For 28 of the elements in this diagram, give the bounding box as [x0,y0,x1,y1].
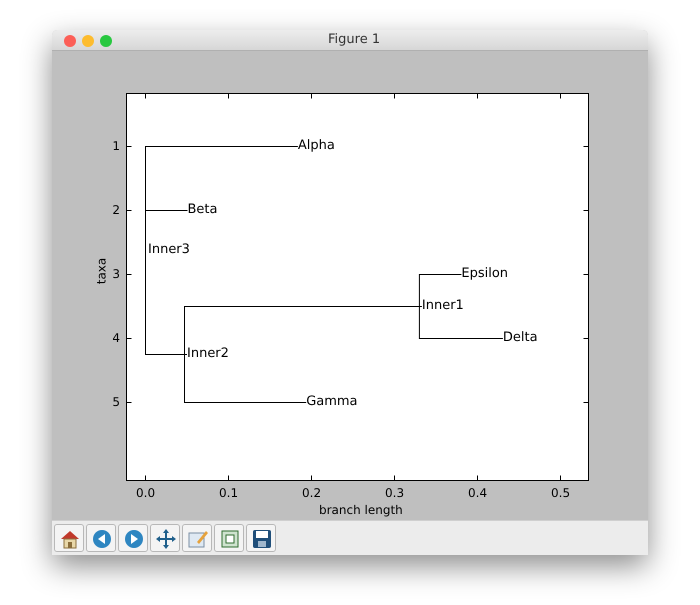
tree-branch [418,306,504,339]
tick-label: 5 [112,395,120,409]
taxon-label: Gamma [306,394,358,410]
tick-label: 0.3 [385,486,404,500]
window-title: Figure 1 [328,32,380,47]
tick-label: 0.4 [468,486,488,500]
tick-label: 3 [112,267,120,281]
tick-label: 1 [112,139,120,153]
taxon-label: Inner1 [422,298,464,314]
tree-branch [145,250,188,355]
taxon-label: Inner3 [148,242,190,258]
taxon-label: Alpha [298,138,335,154]
taxon-label: Inner2 [187,346,229,362]
tick-label: 2 [112,203,120,217]
tick-label: 0.5 [551,486,570,500]
tick-label: 0.0 [136,486,156,500]
tree-branch [418,274,462,307]
tree-branch [184,354,307,403]
taxon-label: Delta [502,330,538,346]
taxon-label: Beta [188,202,218,218]
tree-branch [145,210,188,251]
tick-label: 0.1 [219,486,238,500]
axis-label: branch length [319,503,403,517]
tree-branch [184,306,422,355]
axis-label: taxa [94,258,108,284]
tick-label: 0.2 [302,486,322,500]
taxon-label: Epsilon [461,266,508,282]
tick-label: 4 [112,331,120,345]
